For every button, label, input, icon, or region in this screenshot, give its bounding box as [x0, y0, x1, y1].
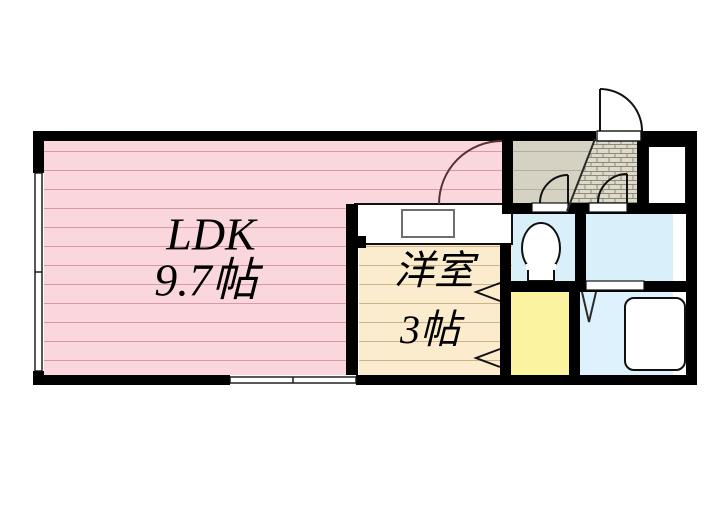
washroom-door	[588, 173, 628, 213]
wall-toilet-washroom	[575, 211, 586, 289]
wall-north-entry	[512, 131, 596, 141]
room-kitchen-fill	[354, 139, 512, 204]
balcony-window-west	[33, 172, 44, 372]
room-closet-fill	[509, 291, 575, 377]
wall-exterior-east	[686, 131, 697, 385]
kitchen-door	[438, 140, 503, 205]
genkan-tile-fill	[567, 139, 645, 211]
wall-closet-bath	[569, 287, 580, 385]
kitchen-sink	[401, 209, 455, 238]
wall-corridor-west	[502, 131, 513, 211]
bathroom-folding-door	[581, 291, 597, 323]
label-ldk-name: LDK	[165, 209, 258, 260]
toilet-bowl	[521, 222, 561, 282]
entrance-door	[596, 88, 643, 142]
wall-washitsu-east	[500, 243, 511, 385]
washitsu-sliding-upper	[473, 282, 501, 302]
wall-shoecab-north	[641, 139, 697, 147]
wall-exterior-north-left	[33, 131, 517, 141]
openings	[33, 88, 645, 385]
wall-genkan-east	[637, 139, 648, 211]
label-ldk-size: 9.7帖	[154, 255, 264, 306]
room-ldk-fill	[44, 139, 354, 377]
label-washitsu-name: 洋室	[394, 248, 479, 293]
toilet-door	[531, 174, 569, 213]
bathtub	[624, 297, 686, 371]
living-window-south	[229, 375, 357, 385]
room-labels: LDK 9.7帖 洋室 3帖	[154, 209, 479, 353]
washitsu-sliding-lower	[473, 348, 501, 368]
wall-ldk-washitsu	[346, 243, 358, 385]
label-washitsu-size: 3帖	[399, 307, 465, 352]
wall-south-right	[505, 375, 697, 385]
washroom-opening	[585, 280, 645, 291]
room-washroom-fill	[584, 211, 673, 287]
genkan-step-line	[566, 138, 596, 212]
shoe-cabinet	[647, 145, 687, 209]
